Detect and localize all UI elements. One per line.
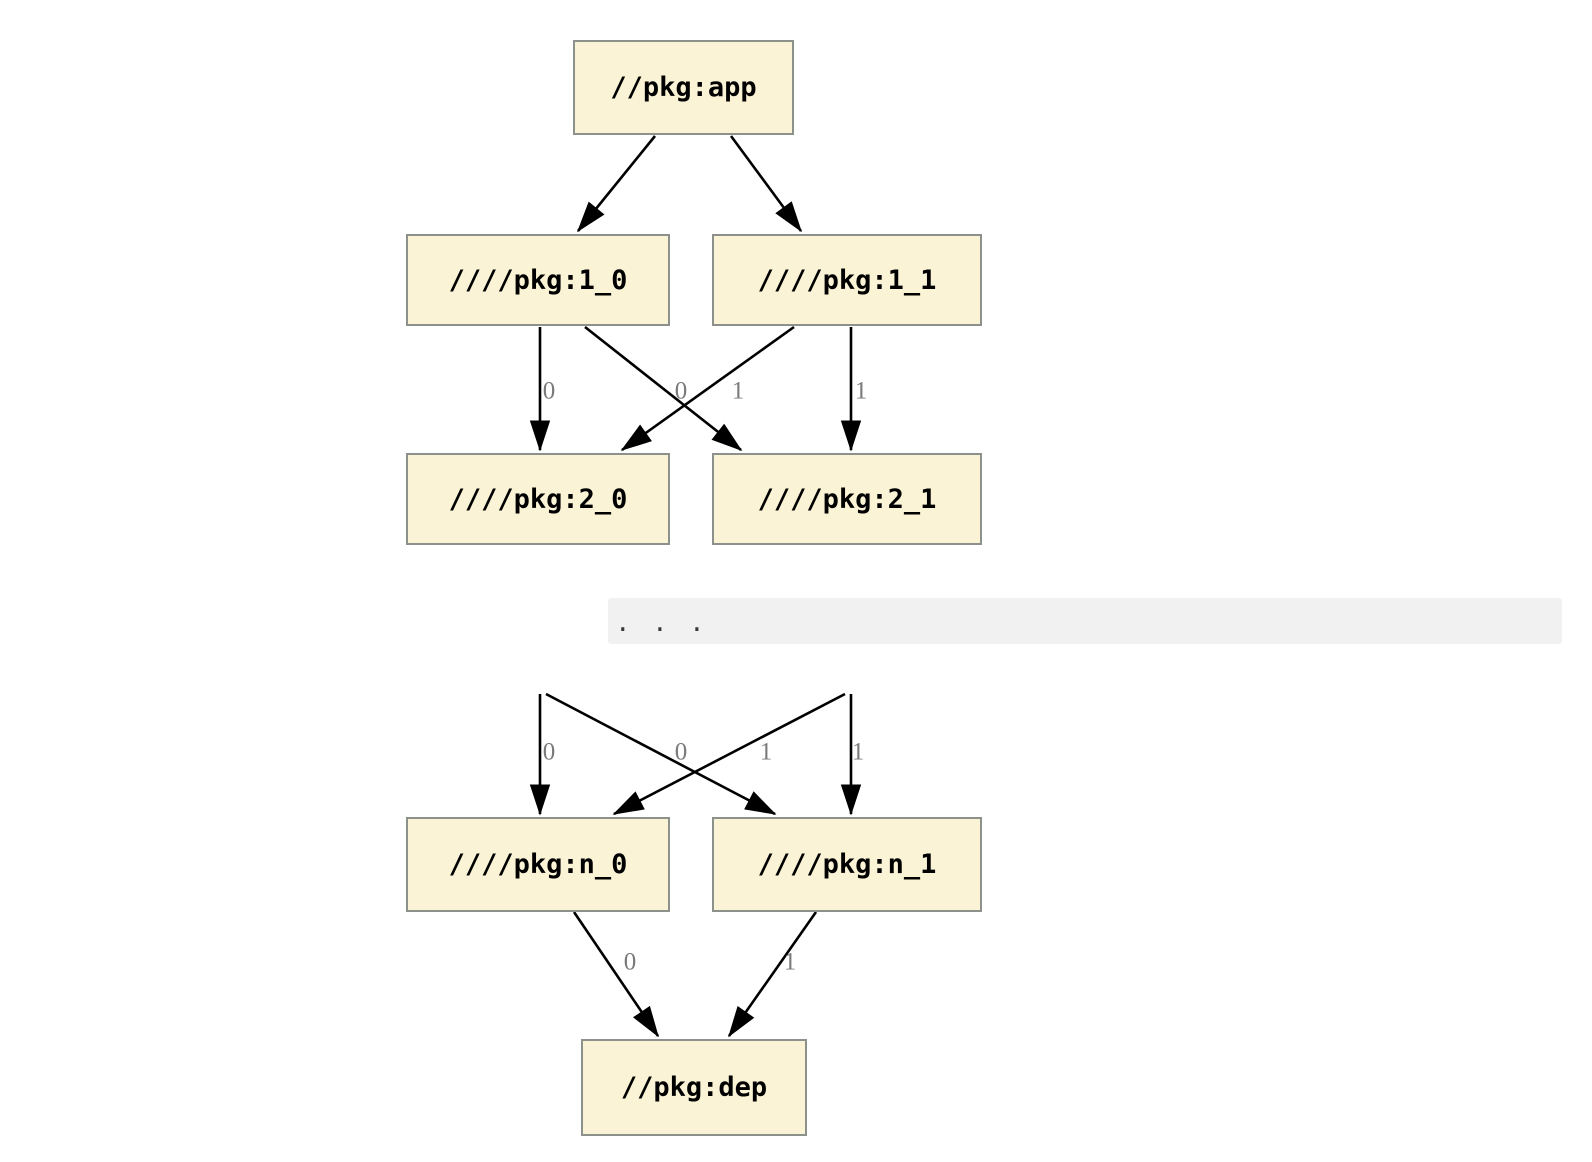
- graph-node-n_1: ////pkg:n_1: [712, 817, 982, 912]
- ellipsis-text: . . .: [618, 604, 711, 639]
- graph-edge-n_0-to-dep: [572, 911, 660, 1038]
- edge-label-1_0-to-2_1: 0: [674, 377, 688, 405]
- edge-label-1_1-to-2_0: 1: [731, 377, 745, 405]
- graph-node-label: //pkg:dep: [620, 1072, 768, 1103]
- graph-node-1_1: ////pkg:1_1: [712, 234, 982, 326]
- graph-node-label: ////pkg:2_0: [448, 483, 628, 515]
- graph-node-2_0: ////pkg:2_0: [406, 453, 670, 545]
- graph-node-1_0: ////pkg:1_0: [406, 234, 670, 326]
- graph-node-app: //pkg:app: [573, 40, 794, 135]
- graph-edge-(n-1)_0-to-n_1: [545, 692, 777, 816]
- edge-label-(n-1)_0-to-n_1: 0: [674, 738, 688, 766]
- graph-edge-app-to-1_0: [576, 135, 657, 233]
- edge-label-1_1-to-2_1: 1: [854, 377, 868, 405]
- graph-node-label: //pkg:app: [610, 72, 757, 103]
- edge-label-(n-1)_1-to-n_0: 1: [759, 738, 773, 766]
- edge-label-n_0-to-dep: 0: [623, 948, 637, 976]
- graph-edge-1_1-to-2_0: [620, 325, 795, 452]
- graph-node-n_0: ////pkg:n_0: [406, 817, 670, 912]
- graph-node-label: ////pkg:2_1: [757, 483, 937, 515]
- edge-label-(n-1)_0-to-n_0: 0: [542, 738, 556, 766]
- graph-edge-app-to-1_1: [729, 135, 803, 233]
- edge-label-(n-1)_1-to-n_1: 1: [851, 738, 865, 766]
- graph-node-label: ////pkg:1_1: [757, 264, 937, 296]
- edge-label-1_0-to-2_0: 0: [542, 377, 556, 405]
- ellipsis-band: . . .: [608, 598, 1562, 644]
- graph-node-dep: //pkg:dep: [581, 1039, 807, 1136]
- graph-node-2_1: ////pkg:2_1: [712, 453, 982, 545]
- edge-label-n_1-to-dep: 1: [783, 948, 797, 976]
- graph-node-label: ////pkg:1_0: [448, 264, 628, 296]
- graph-node-label: ////pkg:n_1: [757, 849, 937, 880]
- graph-edge-1_0-to-2_1: [584, 325, 743, 452]
- graph-edge-n_1-to-dep: [727, 911, 818, 1038]
- graph-node-label: ////pkg:n_0: [448, 849, 628, 880]
- graph-edge-(n-1)_1-to-n_0: [612, 692, 846, 816]
